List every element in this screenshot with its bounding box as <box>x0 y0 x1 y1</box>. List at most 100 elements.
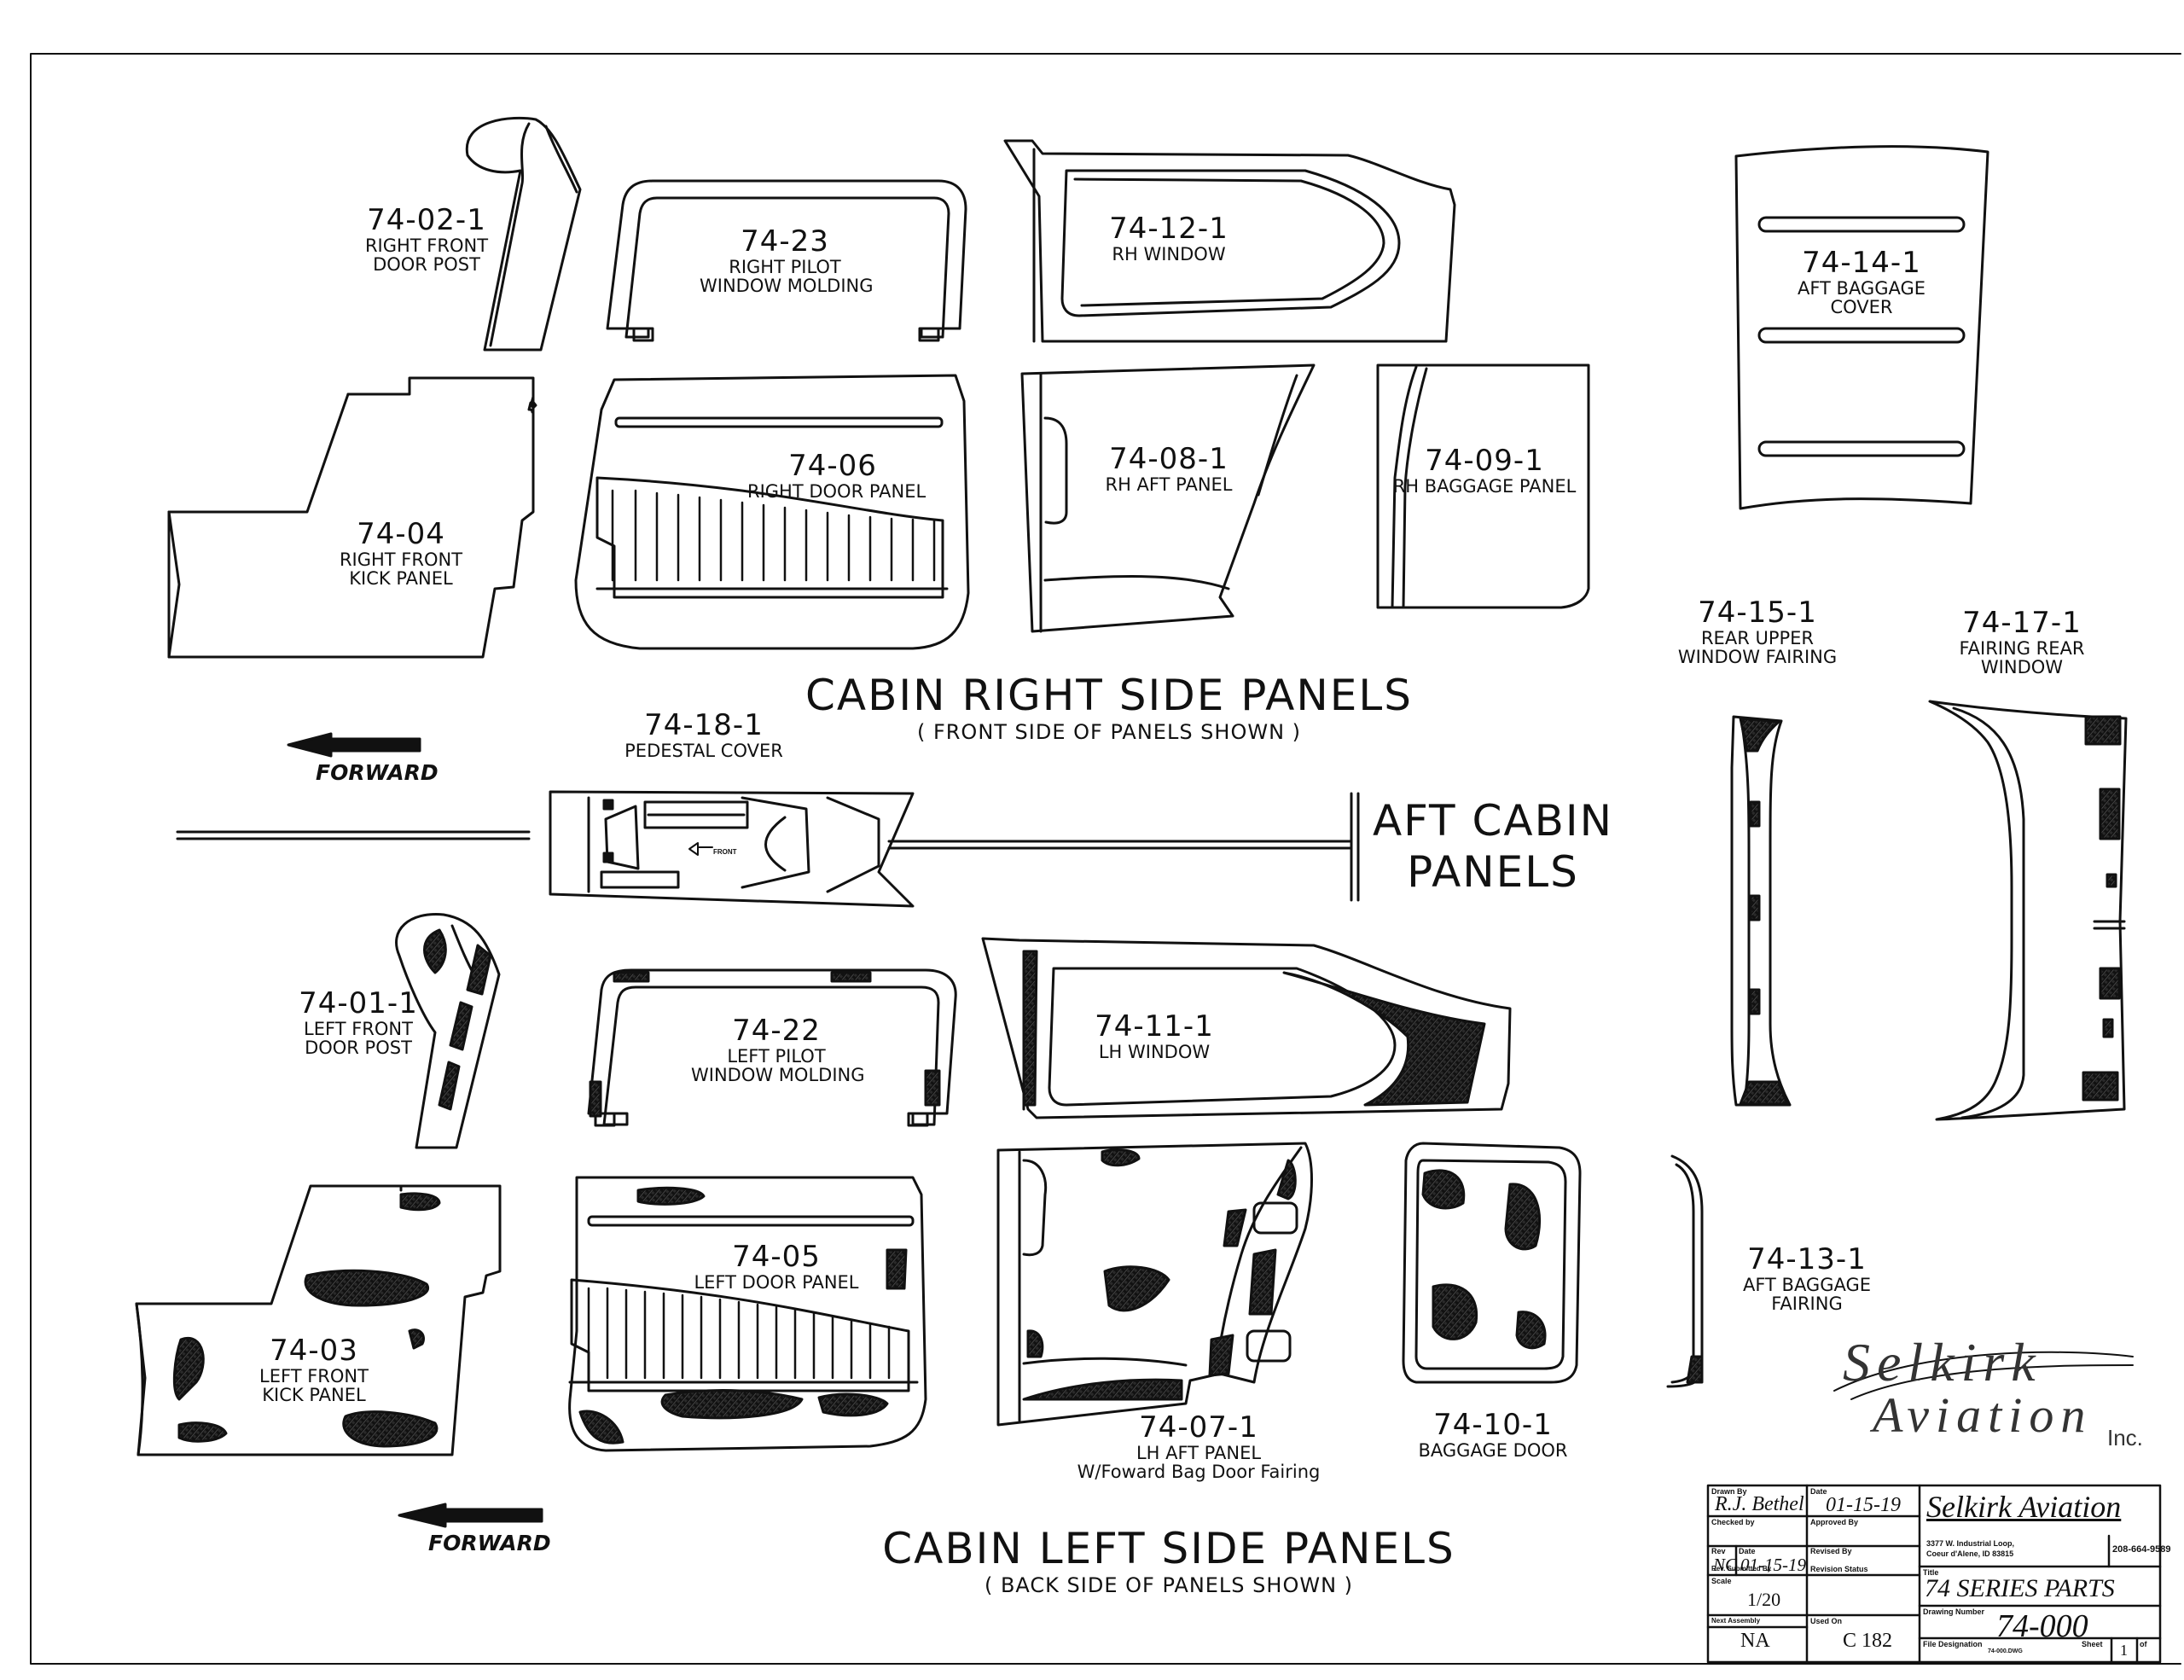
part-74-15-1: 74-15-1 REAR UPPER WINDOW FAIRING <box>1672 597 1843 667</box>
part-desc: AFT BAGGAGE <box>1797 277 1926 299</box>
part-number: 74-18-1 <box>644 708 764 742</box>
part-number: 74-02-1 <box>367 203 486 237</box>
part-desc: FAIRING <box>1771 1293 1843 1315</box>
left-side-subtitle: ( BACK SIDE OF PANELS SHOWN ) <box>984 1573 1354 1597</box>
part-number: 74-04 <box>357 517 445 551</box>
right-side-heading: CABIN RIGHT SIDE PANELS ( FRONT SIDE OF … <box>793 671 1425 744</box>
address-line-2: Coeur d'Alene, ID 83815 <box>1926 1549 2014 1558</box>
part-desc: LEFT FRONT <box>259 1365 369 1386</box>
part-74-18-1: 74-18-1 PEDESTAL COVER <box>619 710 789 760</box>
drawing-number: 74-000 <box>1996 1608 2088 1644</box>
logo-swoosh <box>1833 1351 2134 1392</box>
part-number: 74-13-1 <box>1747 1242 1867 1276</box>
part-74-17-1: 74-17-1 FAIRING REAR WINDOW <box>1937 607 2107 677</box>
center-spine <box>176 792 1360 902</box>
part-desc: RIGHT PILOT <box>729 256 841 277</box>
next-assembly-label: Next Assembly <box>1711 1617 1761 1625</box>
rev: NC <box>1713 1555 1738 1575</box>
revised-by-label: Revised By <box>1810 1547 1852 1555</box>
part-desc: WINDOW <box>1980 657 2064 678</box>
phone: 208-664-9589 <box>2112 1544 2171 1555</box>
part-74-05-shape <box>568 1176 927 1452</box>
part-74-01-1-shape <box>395 913 501 1149</box>
part-desc: AFT BAGGAGE <box>1742 1274 1872 1295</box>
rev-date-label: Date <box>1739 1547 1756 1555</box>
part-74-04: 74-04 RIGHT FRONT KICK PANEL <box>316 519 486 589</box>
part-desc: WINDOW FAIRING <box>1677 647 1838 668</box>
part-74-04-shape <box>167 376 537 659</box>
part-74-09-1: 74-09-1 RH BAGGAGE PANEL <box>1391 445 1578 496</box>
part-desc: WINDOW MOLDING <box>691 1065 865 1086</box>
title-label: Title <box>1923 1568 1939 1577</box>
part-desc: WINDOW MOLDING <box>700 276 874 297</box>
revision-status-label: Revision Status <box>1810 1565 1868 1573</box>
part-number: 74-07-1 <box>1139 1410 1258 1445</box>
part-74-23: 74-23 RIGHT PILOT WINDOW MOLDING <box>700 224 874 297</box>
part-number: 74-08-1 <box>1109 442 1228 476</box>
logo-selkirk: Selkirk <box>1843 1332 2042 1392</box>
checked-by-label: Checked by <box>1711 1518 1755 1526</box>
scale-label: Scale <box>1711 1577 1732 1585</box>
part-number: 74-15-1 <box>1698 596 1817 630</box>
part-number: 74-22 <box>732 1014 821 1048</box>
right-side-title: CABIN RIGHT SIDE PANELS <box>805 671 1413 720</box>
date-label: Date <box>1810 1487 1827 1496</box>
part-number: 74-14-1 <box>1802 246 1921 280</box>
part-74-07-1: 74-07-1 LH AFT PANEL W/Foward Bag Door F… <box>1062 1412 1335 1482</box>
part-desc: W/Foward Bag Door Fairing <box>1077 1462 1321 1483</box>
part-74-13-1: 74-13-1 AFT BAGGAGE FAIRING <box>1722 1244 1892 1314</box>
part-desc: RH BAGGAGE PANEL <box>1392 475 1577 497</box>
part-desc: KICK PANEL <box>349 568 453 590</box>
aft-cabin-line2: PANELS <box>1407 847 1579 897</box>
part-74-18-1-shape <box>549 790 915 908</box>
sheet-border <box>30 53 2181 1665</box>
part-desc: LH WINDOW <box>1098 1041 1211 1062</box>
part-desc: RH AFT PANEL <box>1105 474 1233 495</box>
part-desc: COVER <box>1830 297 1893 318</box>
part-74-22-shape <box>587 968 957 1127</box>
part-74-06: 74-06 RIGHT DOOR PANEL <box>747 451 926 502</box>
logo-aviation: Aviation <box>1873 1387 2093 1443</box>
right-door-slats <box>611 489 936 582</box>
part-74-10-1-shape <box>1402 1142 1582 1384</box>
part-number: 74-12-1 <box>1109 212 1228 246</box>
forward-label-top: FORWARD <box>316 760 439 785</box>
part-number: 74-05 <box>732 1240 821 1274</box>
part-desc: BAGGAGE DOOR <box>1418 1439 1568 1461</box>
part-desc: RH WINDOW <box>1112 243 1226 264</box>
part-74-17-1-shape <box>1928 700 2128 1121</box>
scale: 1/20 <box>1747 1589 1781 1610</box>
left-side-heading: CABIN LEFT SIDE PANELS ( BACK SIDE OF PA… <box>870 1524 1467 1597</box>
part-74-15-1-shape <box>1730 715 1792 1107</box>
sheet-label: Sheet <box>2082 1640 2103 1648</box>
part-74-22: 74-22 LEFT PILOT WINDOW MOLDING <box>691 1014 865 1086</box>
left-door-slats <box>587 1287 891 1380</box>
file-name: 74-000.DWG <box>1988 1648 2023 1654</box>
part-74-02-1-shape <box>465 116 582 352</box>
part-number: 74-09-1 <box>1425 444 1544 478</box>
sheet-number: 1 <box>2120 1642 2128 1659</box>
drawn-by: R.J. Bethel <box>1715 1493 1804 1515</box>
part-number: 74-23 <box>741 224 829 259</box>
part-74-14-1-shape <box>1734 145 1989 510</box>
part-desc: LH AFT PANEL <box>1136 1442 1262 1463</box>
forward-label-bottom: FORWARD <box>428 1531 551 1555</box>
part-74-14-1: 74-14-1 AFT BAGGAGE COVER <box>1776 247 1947 317</box>
part-74-11-1-shape <box>981 937 1512 1119</box>
part-desc: REAR UPPER <box>1700 627 1815 648</box>
part-number: 74-01-1 <box>299 986 418 1020</box>
company-name: Selkirk Aviation <box>1926 1490 2122 1524</box>
part-desc: RIGHT DOOR PANEL <box>747 480 926 502</box>
right-side-subtitle: ( FRONT SIDE OF PANELS SHOWN ) <box>916 720 1302 744</box>
forward-arrow-top <box>287 732 421 758</box>
part-desc: DOOR POST <box>305 1038 412 1059</box>
part-74-02-1: 74-02-1 RIGHT FRONT DOOR POST <box>341 205 512 275</box>
part-74-10-1: 74-10-1 BAGGAGE DOOR <box>1408 1410 1578 1460</box>
part-desc: FAIRING REAR <box>1959 637 2085 659</box>
logo-inc: Inc. <box>2107 1425 2143 1450</box>
part-74-12-1-shape <box>1003 139 1456 343</box>
rev-label: Rev <box>1711 1547 1726 1555</box>
date: 01-15-19 <box>1826 1494 1901 1516</box>
aft-cabin-line1: AFT CABIN <box>1372 796 1614 846</box>
